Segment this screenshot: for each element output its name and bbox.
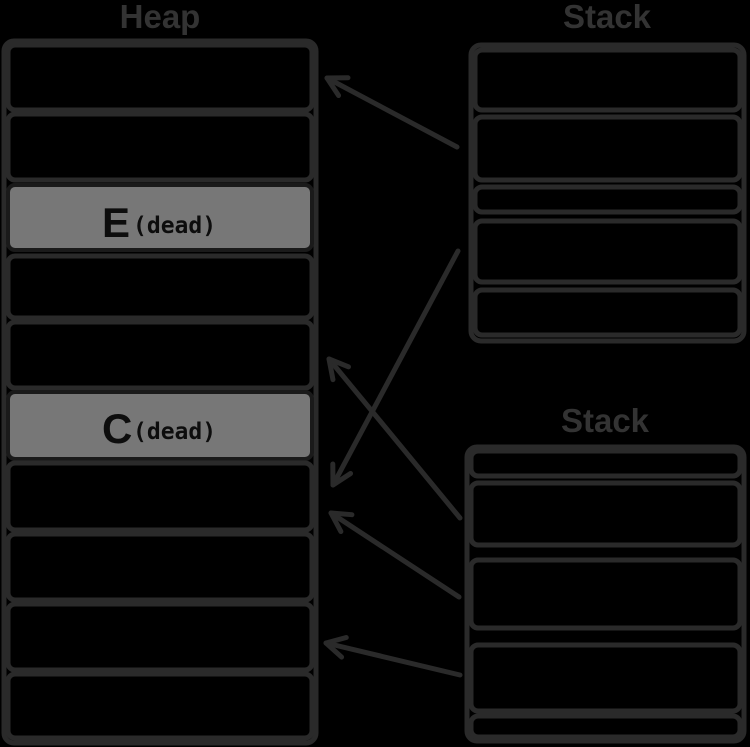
heap-row-3-dead-cell [6, 183, 314, 252]
heap-row-7 [5, 460, 315, 533]
pointer-arrow-3-stack-top-row-4-to-heap-row-7-shaft [330, 248, 461, 488]
heap-title: Heap [120, 0, 201, 35]
heap-box [1, 38, 319, 746]
pointer-arrow-2-stack-bottom-row-2-to-heap-row-5-arrowhead-icon [326, 356, 351, 383]
stack-bottom-row-2 [468, 480, 743, 548]
heap-row-9 [5, 601, 315, 673]
stack-top-row-2 [472, 114, 743, 183]
heap-row-1 [5, 42, 315, 113]
pointer-arrow-5-stack-bottom-row-4-to-heap-row-9-shaft [323, 640, 463, 678]
heap-row-5 [5, 319, 315, 391]
stack-bottom-row-4 [468, 642, 743, 714]
heap-row-10 [5, 671, 315, 741]
pointer-arrow-4-stack-bottom-row-3-to-heap-row-7-shaft [328, 510, 462, 600]
pointer-arrow-3-stack-top-row-4-to-heap-row-7-arrowhead-icon [330, 461, 354, 488]
heap-dead-cell-e-sublabel: (dead) [133, 213, 216, 239]
pointer-arrow-1-stack-top-row-2-to-heap-row-1-arrowhead-icon [324, 75, 351, 99]
stack-bottom-row-5 [468, 713, 743, 740]
stack-top-row-5 [472, 287, 743, 338]
pointer-arrow-1-stack-top-row-2-to-heap-row-1-shaft [324, 75, 460, 150]
heap-row-4 [5, 253, 315, 321]
heap-row-6-dead-cell [6, 390, 314, 461]
pointer-arrow-4-stack-bottom-row-3-to-heap-row-7-arrowhead-icon [328, 510, 355, 535]
stack-top-row-4 [472, 218, 743, 285]
stack-top-row-1 [472, 47, 743, 113]
pointer-arrow-2-stack-bottom-row-2-to-heap-row-5-shaft [326, 356, 463, 521]
stack-top-row-3 [472, 184, 743, 215]
heap-dead-cell-e-label: E [102, 199, 130, 246]
stack-bottom-row-1 [468, 448, 743, 479]
stack-bottom-box [464, 444, 747, 744]
stack-top-box [468, 42, 747, 344]
pointer-arrow-5-stack-bottom-row-4-to-heap-row-9-arrowhead-icon [323, 634, 349, 660]
heap-row-2 [5, 111, 315, 183]
heap-dead-cell-c-sublabel: (dead) [133, 419, 216, 445]
stack-top-title: Stack [563, 0, 652, 35]
stack-bottom-row-3 [468, 557, 743, 631]
heap-row-8 [5, 531, 315, 603]
diagram-shapes [1, 38, 747, 746]
stack-bottom-title: Stack [561, 402, 650, 439]
heap-dead-cell-c-label: C [102, 405, 132, 452]
